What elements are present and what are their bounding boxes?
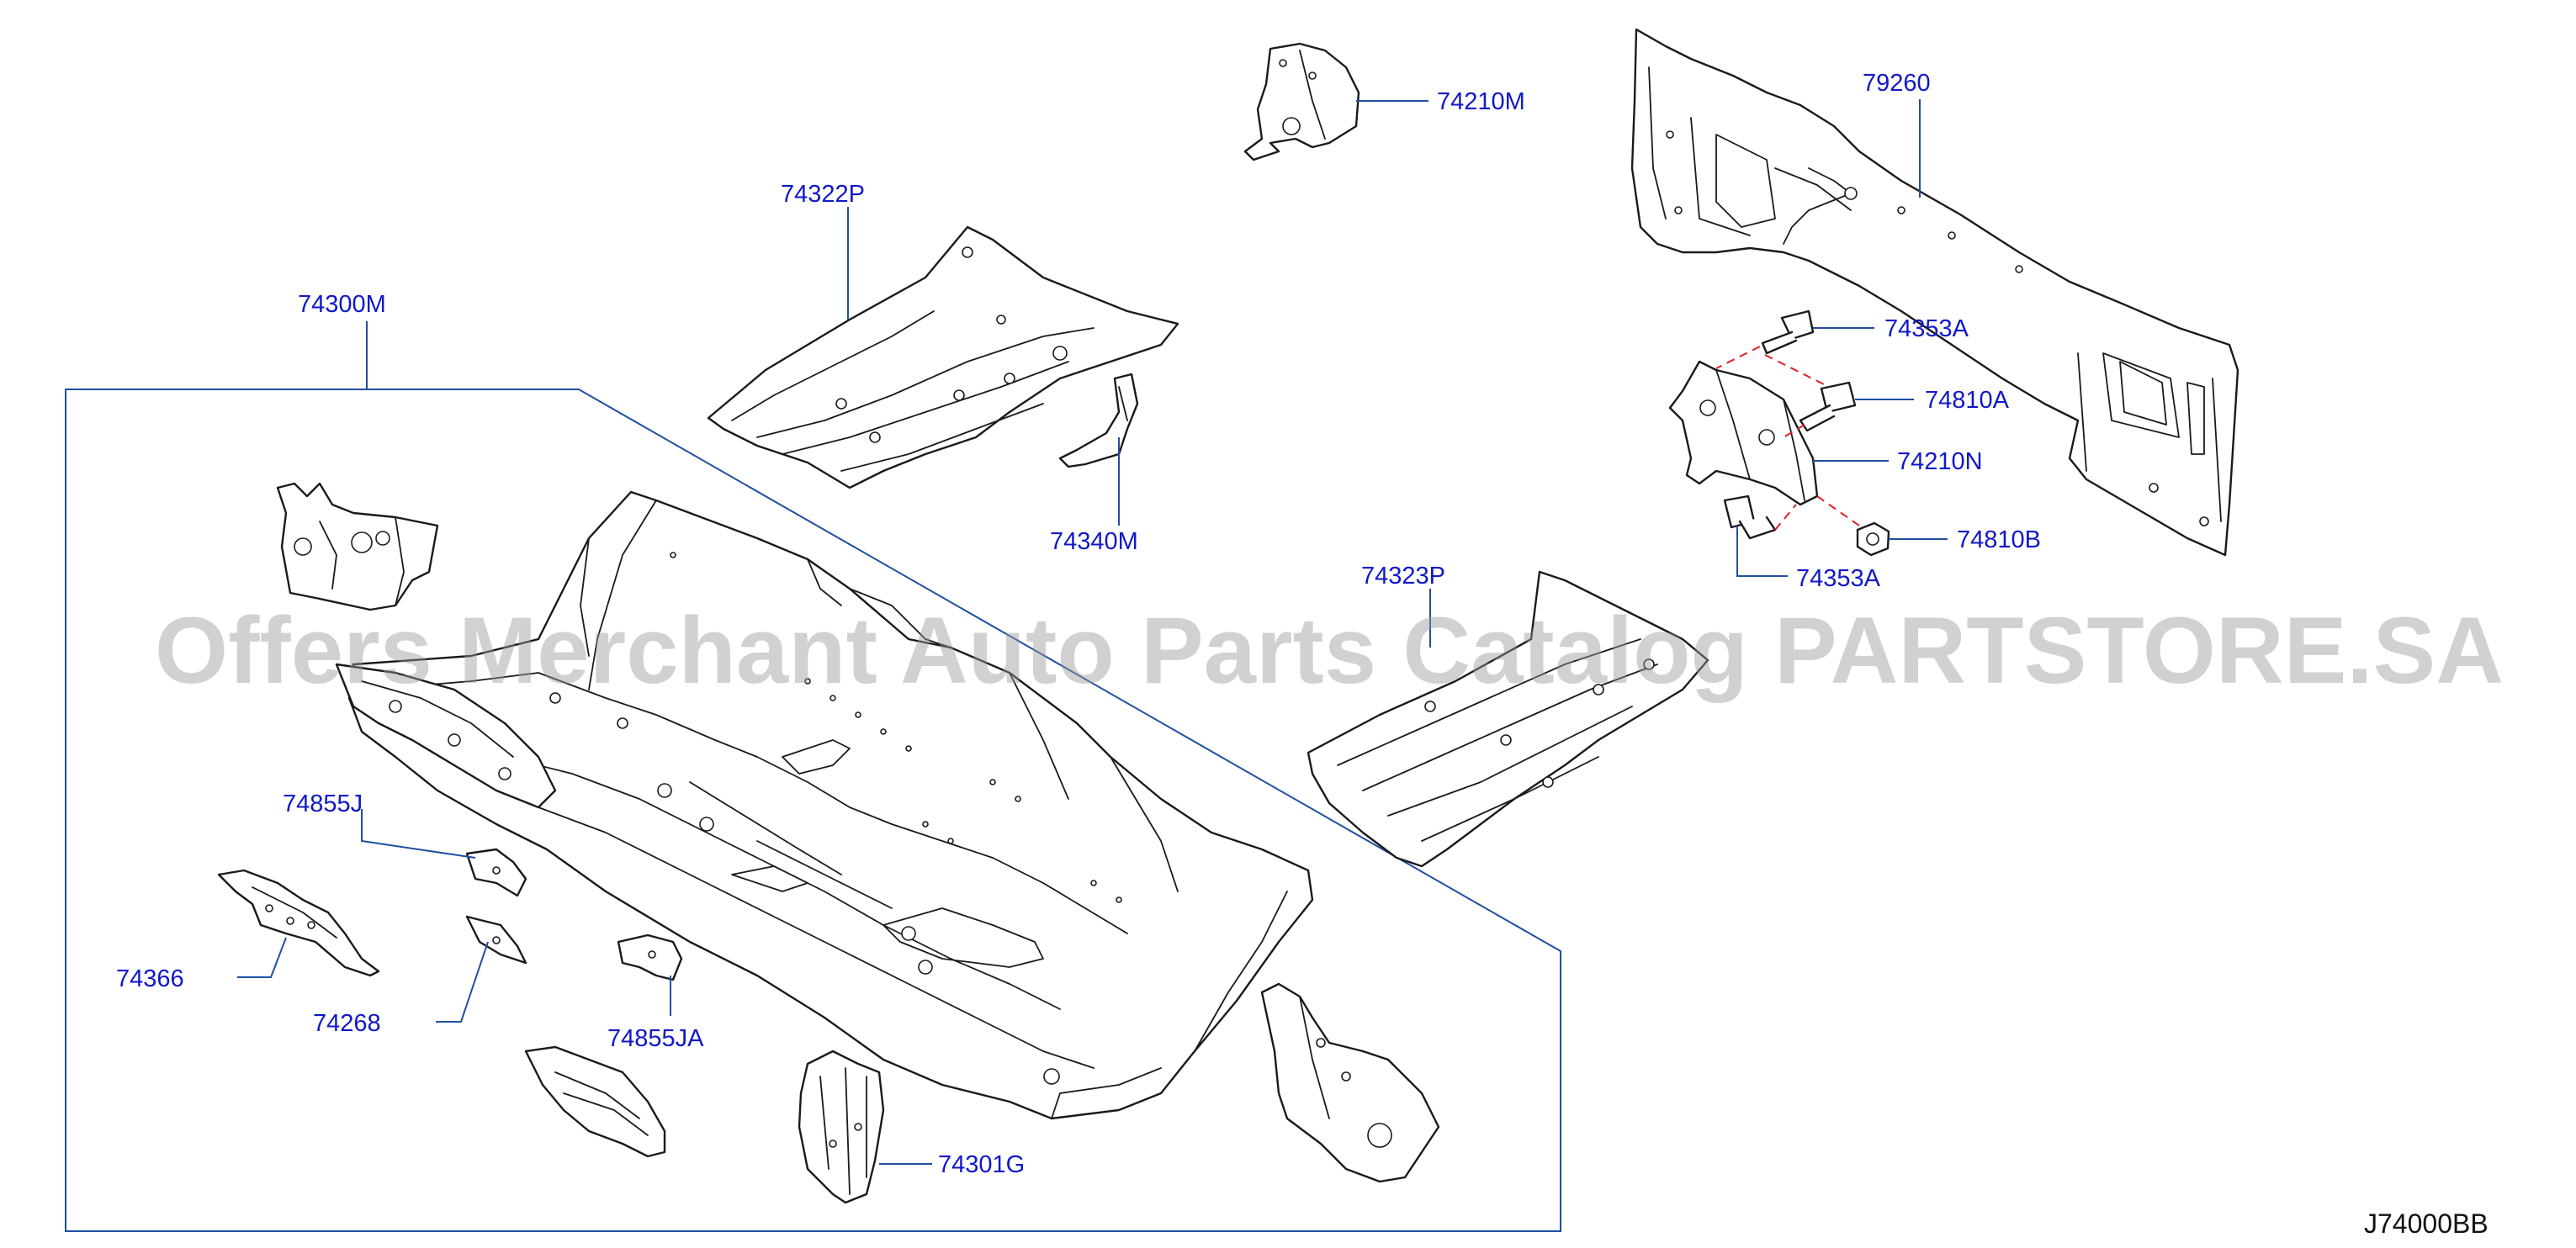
label-74268: 74268 [313, 1010, 381, 1037]
label-74300M: 74300M [298, 291, 386, 318]
mounting-lines [1715, 346, 1860, 531]
left-bracket [276, 482, 439, 611]
part-74210M [1243, 42, 1360, 161]
part-79260 [1630, 28, 2239, 557]
part-74340M [1058, 373, 1139, 468]
part-74301G [798, 1050, 885, 1204]
part-74855JA [617, 933, 683, 981]
cross-member-left [335, 663, 557, 809]
label-74353A-top: 74353A [1884, 315, 1969, 342]
label-74810B: 74810B [1957, 526, 2041, 553]
part-74268 [465, 915, 527, 965]
label-74301G: 74301G [938, 1151, 1025, 1178]
rear-floor-panel [347, 490, 1314, 1120]
leader-74855J [361, 809, 476, 859]
leader-74353A-bottom [1736, 526, 1788, 577]
nut-74810B [1856, 521, 1890, 557]
label-74366: 74366 [116, 965, 184, 992]
lower-left-member [524, 1045, 666, 1158]
label-74210M: 74210M [1437, 88, 1525, 115]
label-74210N: 74210N [1897, 448, 1983, 475]
label-74340M: 74340M [1050, 528, 1138, 555]
label-79260: 79260 [1863, 70, 1931, 97]
label-74855JA: 74855JA [607, 1025, 704, 1052]
part-74323P [1307, 570, 1709, 868]
watermark-text: Offers Merchant Auto Parts Catalog PARTS… [155, 598, 2504, 703]
diagram-code: J74000BB [2364, 1208, 2489, 1239]
bolt-74353A-bottom [1723, 494, 1777, 540]
assembly-frame [65, 389, 1561, 1232]
part-74366 [217, 869, 380, 977]
leader-74268 [436, 941, 489, 1023]
label-74810A: 74810A [1925, 387, 2010, 414]
label-74323P: 74323P [1361, 563, 1445, 590]
part-74855J [465, 848, 527, 897]
right-bracket [1260, 982, 1440, 1183]
bolt-74810A [1799, 381, 1857, 432]
label-74855J: 74855J [283, 791, 363, 817]
part-74322P [707, 225, 1179, 489]
label-74322P: 74322P [781, 181, 865, 208]
label-74353A-bottom: 74353A [1796, 565, 1881, 592]
leader-74366 [237, 937, 287, 978]
bolt-74353A-top [1761, 309, 1815, 355]
part-74210N [1668, 360, 1819, 506]
